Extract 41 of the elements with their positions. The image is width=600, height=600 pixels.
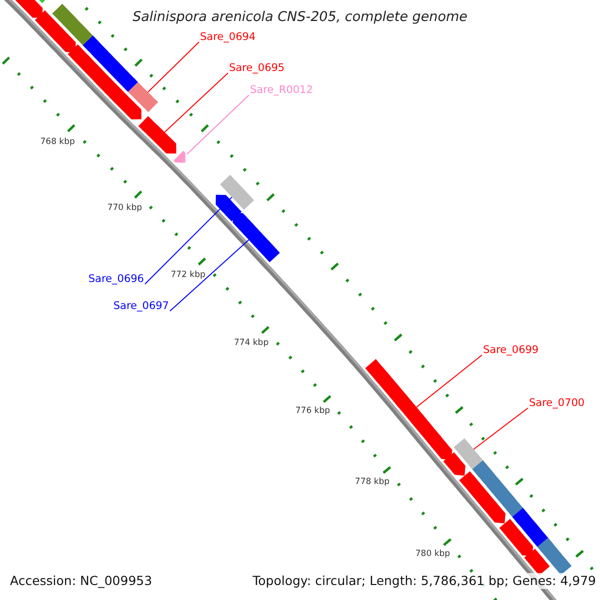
gene-segment (537, 538, 572, 575)
diagram-title: Salinispora arenicola CNS-205, complete genome (132, 9, 468, 26)
leader-line (147, 42, 200, 93)
gene-segment (128, 82, 158, 112)
gene-segment (82, 36, 138, 92)
gene-label: Sare_0695 (229, 62, 285, 75)
gene-segment (443, 452, 466, 476)
gene-segment (365, 359, 452, 460)
scale-label: 780 kbp (415, 549, 450, 560)
scale-label: 774 kbp (234, 338, 269, 348)
scale-label: 768 kbp (40, 136, 75, 147)
gene-label: Sare_0700 (529, 397, 585, 410)
leader-line (186, 94, 250, 155)
leader-line (416, 354, 482, 408)
leader-line (164, 72, 228, 133)
scale-label: 778 kbp (354, 477, 390, 488)
accession-text: Accession: NC_009953 (8, 573, 154, 589)
gene-segment (524, 548, 550, 576)
gene-segment (68, 44, 119, 97)
gene-segment (216, 194, 242, 222)
gene-segment (34, 10, 76, 52)
scale-label: 770 kbp (107, 202, 142, 213)
scale-label: 772 kbp (170, 270, 206, 280)
gene-label: Sare_R0012 (250, 84, 313, 97)
genome-summary-text: Topology: circular; Length: 5,786,361 bp; Genes: 4,979 (250, 573, 598, 589)
gene-segment (454, 438, 483, 470)
gene-segment (220, 174, 254, 210)
gene-segment (232, 212, 280, 262)
gene-segment (459, 471, 506, 524)
leader-line (144, 196, 232, 284)
gene-segment (499, 518, 534, 556)
gene-segment (108, 86, 142, 120)
gene-label: Sare_0694 (200, 31, 256, 44)
gene-label: Sare_0697 (113, 300, 169, 313)
leader-line (170, 239, 250, 312)
gene-segment (174, 150, 186, 163)
leader-line (473, 408, 528, 450)
gene-label: Sare_0699 (483, 344, 539, 357)
scale-label: 776 kbp (295, 406, 330, 416)
gene-segment (138, 116, 176, 154)
gene-label: Sare_0696 (88, 273, 144, 286)
